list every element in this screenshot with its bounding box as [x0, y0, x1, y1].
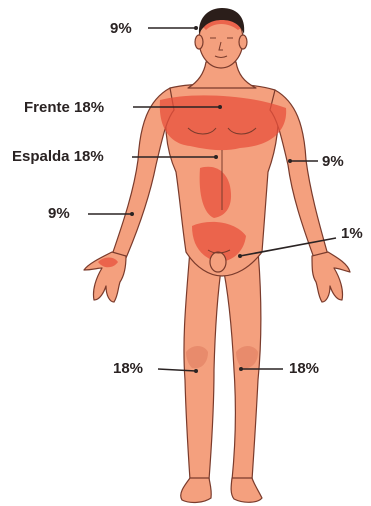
front-leader-dot: [218, 105, 222, 109]
genitals-percent-label: 1%: [341, 225, 363, 243]
right-arm-leader-dot: [288, 159, 292, 163]
left-arm-leader-dot: [130, 212, 134, 216]
right-hand: [312, 252, 350, 302]
left-leg-percent-label: 18%: [113, 360, 143, 378]
left-ear: [195, 35, 203, 49]
back-leader-dot: [214, 155, 218, 159]
back-percent-label: Espalda 18%: [12, 148, 104, 166]
genitals-leader-dot: [238, 254, 242, 258]
right-foot: [231, 478, 262, 502]
head-leader-dot: [194, 26, 198, 30]
right-ear: [239, 35, 247, 49]
right-arm-percent-label: 9%: [322, 153, 344, 171]
left-foot: [181, 478, 212, 502]
front-percent-label: Frente 18%: [24, 99, 104, 117]
left-arm-percent-label: 9%: [48, 205, 70, 223]
right-leg-leader-dot: [239, 367, 243, 371]
head-percent-label: 9%: [110, 20, 132, 38]
left-leg-leader-dot: [194, 369, 198, 373]
right-leg-percent-label: 18%: [289, 360, 319, 378]
